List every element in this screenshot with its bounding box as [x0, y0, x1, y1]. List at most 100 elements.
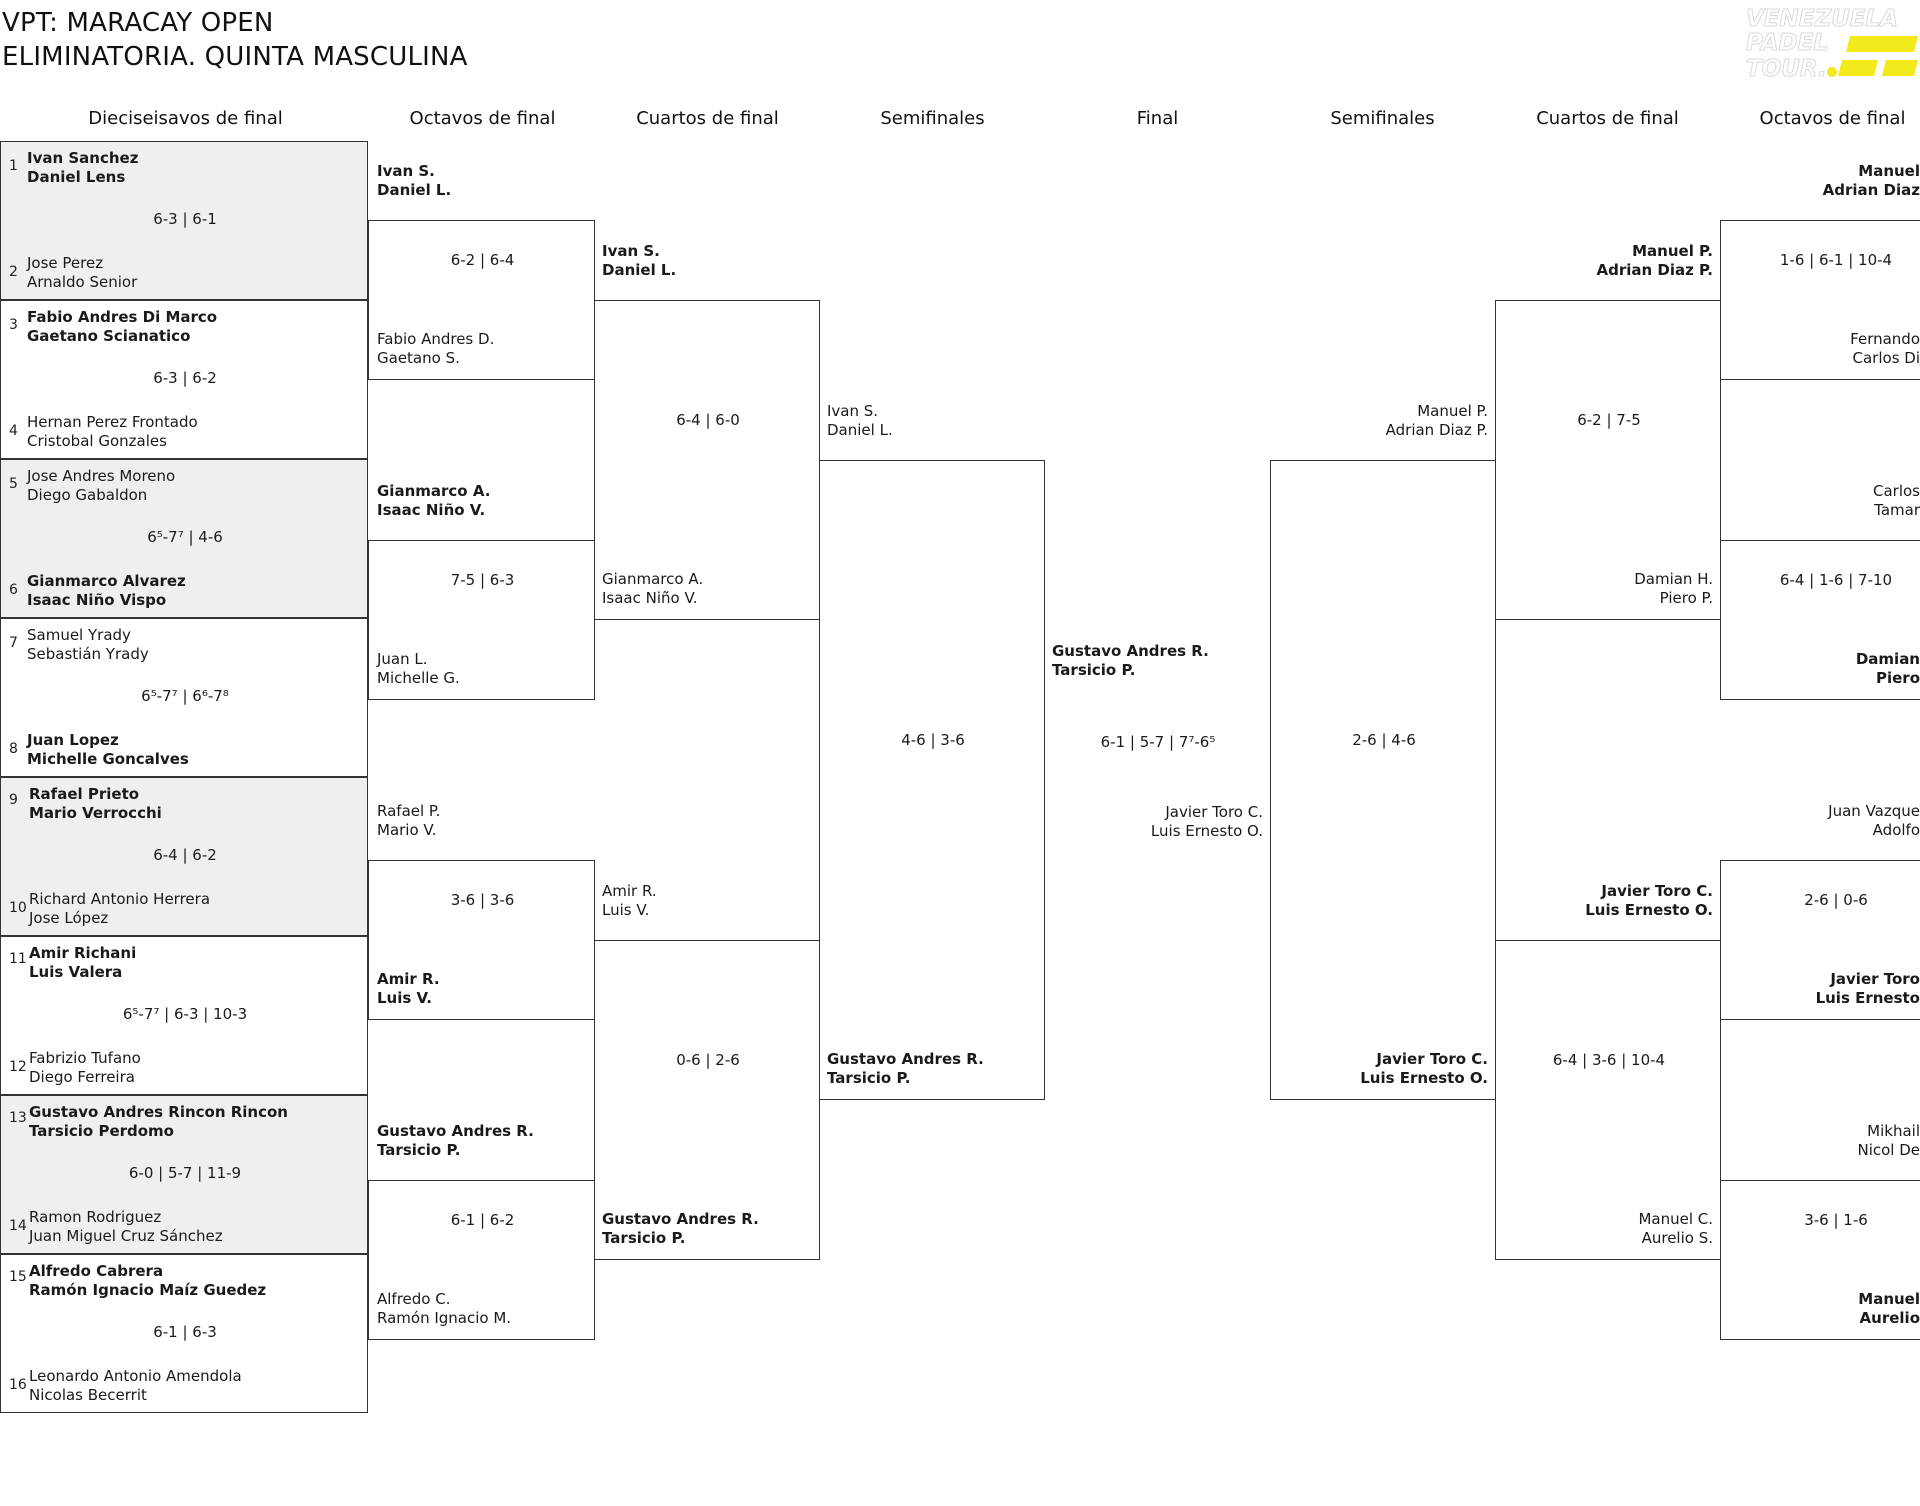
team-label[interactable]: Javier Toro C.Luis Ernesto O. [1360, 1050, 1488, 1088]
player-name: Luis Ernesto O. [1585, 901, 1713, 919]
vpt-logo: VENEZUELA PADEL TOUR. [1746, 6, 1918, 82]
team-label[interactable]: Damian H.Piero P. [1634, 570, 1713, 608]
qf-match-right-1[interactable]: 6-2 | 7-5 [1495, 300, 1721, 620]
sf-match-right[interactable]: 2-6 | 4-6 [1270, 460, 1496, 1100]
player-name: Ivan S. [602, 242, 660, 260]
match-score: 3-6 | 3-6 [450, 891, 515, 909]
logo-text-3: TOUR. [1746, 56, 1827, 82]
team-label[interactable]: Ivan S.Daniel L. [827, 402, 893, 440]
player-name: Diego Ferreira [29, 1068, 135, 1086]
team-label[interactable]: Amir R.Luis V. [602, 882, 657, 920]
qf-match-right-2[interactable]: 6-4 | 3-6 | 10-4 [1495, 940, 1721, 1260]
team-label[interactable]: Gianmarco A.Isaac Niño V. [377, 482, 490, 520]
team-label[interactable]: Javier Toro C.Luis Ernesto O. [1585, 882, 1713, 920]
player-name: Ramon Rodriguez [29, 1208, 162, 1226]
seed-number: 3 [9, 317, 18, 333]
logo-stripe-2 [1838, 60, 1878, 76]
team-label[interactable]: Manuel P.Adrian Diaz P. [1596, 242, 1713, 280]
team-label[interactable]: Ivan S.Daniel L. [377, 162, 451, 200]
final-team-top[interactable]: Gustavo Andres R.Tarsicio P. [1052, 642, 1209, 680]
player-name: Cristobal Gonzales [27, 432, 167, 450]
player-name: Carlos [1873, 482, 1920, 500]
team-label[interactable]: Gustavo Andres R.Tarsicio P. [602, 1210, 759, 1248]
match-score: 6⁵-7⁷ | 4-6 [147, 528, 223, 546]
r16-match-right-2[interactable]: 6-4 | 1-6 | 7-10 [1720, 540, 1920, 700]
seed-number: 14 [9, 1218, 27, 1234]
seed-number: 2 [9, 264, 18, 280]
r16-match-3[interactable]: 3-6 | 3-6 [368, 860, 595, 1020]
logo-text-1: VENEZUELA [1746, 6, 1898, 32]
player-name: Alfredo Cabrera [29, 1262, 164, 1280]
team-label[interactable]: Juan L.Michelle G. [377, 650, 460, 688]
player-name: Rafael P. [377, 802, 441, 820]
player-name: Mario V. [377, 821, 437, 839]
qf-match-2[interactable]: 0-6 | 2-6 [594, 940, 820, 1260]
page-title: VPT: MARACAY OPEN [2, 8, 274, 38]
team-label[interactable]: Manuel P.Adrian Diaz P. [1386, 402, 1488, 440]
player-name: Manuel P. [1417, 402, 1488, 420]
seed-number: 5 [9, 476, 18, 492]
match-score: 4-6 | 3-6 [901, 731, 965, 749]
team-label[interactable]: Alfredo C.Ramón Ignacio M. [377, 1290, 511, 1328]
team-label[interactable]: Ivan S.Daniel L. [602, 242, 676, 280]
player-name: Aurelio S. [1641, 1229, 1713, 1247]
team-label[interactable]: Gustavo Andres R.Tarsicio P. [827, 1050, 984, 1088]
qf-match-1[interactable]: 6-4 | 6-0 [594, 300, 820, 620]
team-label[interactable]: Fabio Andres D.Gaetano S. [377, 330, 494, 368]
player-name: Ivan S. [827, 402, 879, 420]
seed-number: 10 [9, 900, 27, 916]
player-name: Ramón Ignacio M. [377, 1309, 512, 1327]
logo-stripe-3 [1882, 60, 1918, 76]
r16-match-2[interactable]: 7-5 | 6-3 [368, 540, 595, 700]
team-label[interactable]: Gianmarco A.Isaac Niño V. [602, 570, 703, 608]
player-name: Adrian Diaz P. [1596, 261, 1713, 279]
player-name: Gustavo Andres R. [377, 1122, 534, 1140]
r16-match-right-4[interactable]: 3-6 | 1-6 [1720, 1180, 1920, 1340]
sf-match-left[interactable]: 4-6 | 3-6 [819, 460, 1045, 1100]
player-name: Carlos Di [1852, 349, 1920, 367]
team-label[interactable]: Gustavo Andres R.Tarsicio P. [377, 1122, 534, 1160]
final-team-bottom[interactable]: Javier Toro C.Luis Ernesto O. [1151, 803, 1263, 841]
r16-match-right-1[interactable]: 1-6 | 6-1 | 10-4 [1720, 220, 1920, 380]
player-name: Jose López [29, 909, 109, 927]
team-label[interactable]: Rafael P.Mario V. [377, 802, 440, 840]
r16-match-4[interactable]: 6-1 | 6-2 [368, 1180, 595, 1340]
team-label[interactable]: Amir R.Luis V. [377, 970, 440, 1008]
team-label[interactable]: Manuel C.Aurelio S. [1638, 1210, 1713, 1248]
r16-match-1[interactable]: 6-2 | 6-4 [368, 220, 595, 380]
r16-match-right-3[interactable]: 2-6 | 0-6 [1720, 860, 1920, 1020]
seed-number: 6 [9, 582, 18, 598]
